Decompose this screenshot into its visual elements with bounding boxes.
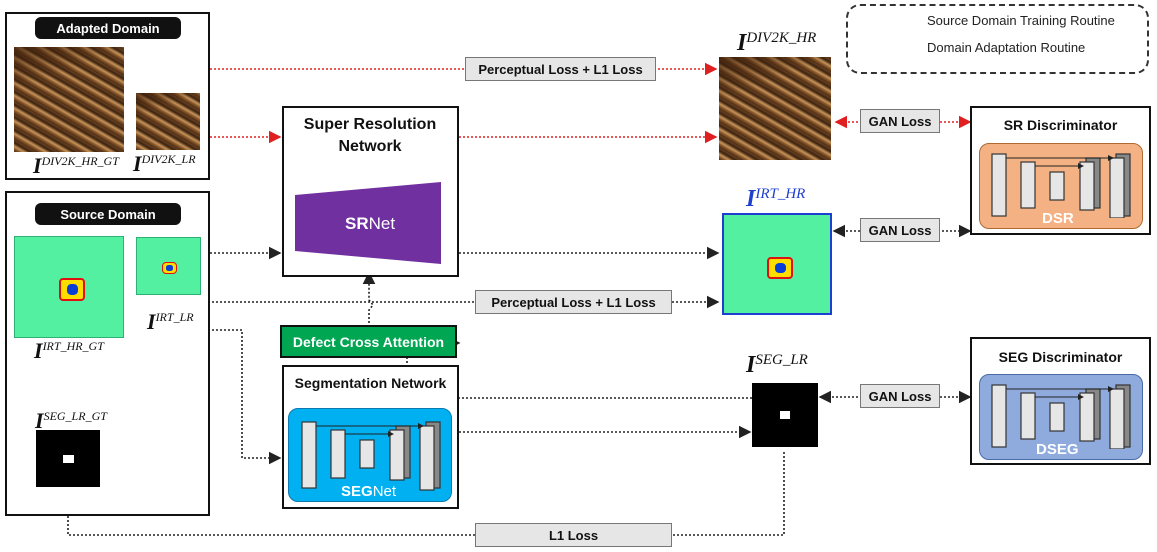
irt-hr-image — [722, 213, 832, 315]
gan-loss-2: GAN Loss — [860, 218, 940, 242]
div2k-hr-label: IDIV2K_HR — [737, 29, 817, 56]
seg-network-title: Segmentation Network — [294, 375, 447, 391]
div2k-lr-image — [136, 93, 200, 150]
gan-loss-3: GAN Loss — [860, 384, 940, 408]
arrow-l1-loss — [61, 452, 785, 536]
defect-cross-attention: Defect Cross Attention — [280, 325, 457, 358]
legend-source-label: Source Domain Training Routine — [927, 13, 1115, 28]
sr-discriminator-title: SR Discriminator — [1003, 117, 1118, 133]
srnet-shape — [295, 182, 441, 264]
irt-lr-label: IIRT_LR — [147, 309, 194, 334]
div2k-hr-image — [719, 57, 831, 160]
arrow-irt-lr-to-segnet — [124, 329, 282, 465]
legend — [846, 4, 1149, 74]
l1-loss: L1 Loss — [475, 523, 672, 547]
segnet-label: SEGNet — [341, 483, 397, 500]
arrow-attention-to-srnet — [362, 271, 376, 323]
gan-loss-1: GAN Loss — [860, 109, 940, 133]
seg-lr-image — [752, 383, 818, 447]
seg-lr-gt-label: ISEG_LR_GT — [35, 408, 107, 433]
defect-blob-output — [767, 257, 793, 279]
irt-hr-label: IIRT_HR — [746, 185, 806, 212]
legend-adapt-label: Domain Adaptation Routine — [927, 40, 1086, 55]
defect-blob-small — [162, 262, 177, 274]
perceptual-loss-top: Perceptual Loss + L1 Loss — [465, 57, 656, 81]
seg-mask-square — [63, 455, 74, 463]
defect-blob — [59, 278, 85, 301]
adapted-domain-title: Adapted Domain — [35, 17, 181, 39]
segnet-unet-diagram — [301, 421, 441, 491]
dsr-unet-diagram — [991, 153, 1131, 218]
source-domain-title: Source Domain — [35, 203, 181, 225]
seg-lr-label: ISEG_LR — [746, 351, 808, 378]
seg-lr-gt-image — [36, 430, 100, 487]
div2k-hr-gt-label: IDIV2K_HR_GT — [33, 153, 119, 178]
dseg-label: DSEG — [1036, 441, 1079, 458]
irt-lr-image — [136, 237, 201, 295]
seg-discriminator-title: SEG Discriminator — [998, 349, 1123, 365]
div2k-lr-label: IDIV2K_LR — [133, 151, 196, 176]
perceptual-loss-mid: Perceptual Loss + L1 Loss — [475, 290, 672, 314]
irt-hr-gt-image — [14, 236, 124, 338]
seg-lr-mask-square — [780, 411, 790, 419]
div2k-hr-gt-image — [14, 47, 124, 152]
sr-network-title: Super Resolution Network — [303, 116, 437, 155]
dsr-label: DSR — [1042, 210, 1074, 227]
irt-hr-gt-label: IIRT_HR_GT — [34, 338, 104, 363]
dseg-unet-diagram — [991, 384, 1131, 449]
srnet-label: SRNet — [345, 214, 396, 233]
